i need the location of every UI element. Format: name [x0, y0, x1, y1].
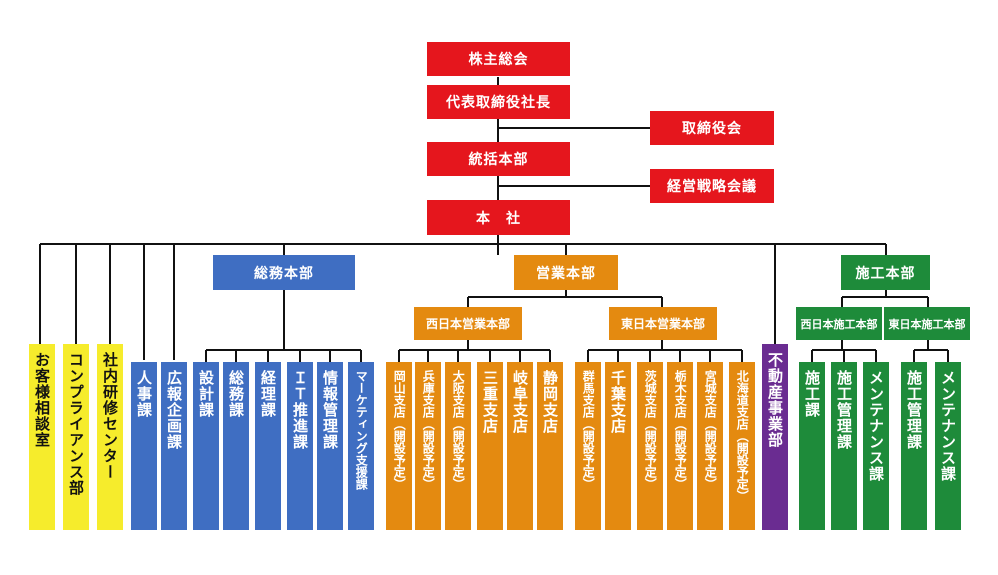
department-unit: 人事課	[131, 362, 157, 530]
west-construction-hq-label: 西日本施工本部	[800, 317, 878, 331]
east-construction-hq-box: 東日本施工本部	[884, 307, 970, 340]
east-sales-hq-box: 東日本営業本部	[609, 307, 717, 340]
department-label: 人事課	[135, 370, 153, 418]
admin-unit-label: 経理課	[259, 370, 277, 418]
branch-unit: 宮城支店（開設予定）	[697, 362, 723, 530]
construction-unit: メンテナンス課	[863, 362, 889, 530]
sales-hq-label: 営業本部	[536, 265, 596, 282]
branch-unit: 大阪支店（開設予定）	[445, 362, 471, 530]
admin-unit-label: ＩＴ推進課	[291, 370, 309, 450]
admin-unit-label: マーケティング支援課	[354, 370, 369, 490]
support-unit-label: 社内研修センター	[101, 352, 119, 480]
west-sales-hq-box: 西日本営業本部	[414, 307, 522, 340]
support-unit: コンプライアンス部	[63, 344, 89, 530]
branch-label: 宮城支店（開設予定）	[703, 370, 718, 490]
branch-unit: 群馬支店（開設予定）	[575, 362, 601, 530]
branch-label: 静岡支店	[541, 370, 559, 434]
admin-unit: 経理課	[255, 362, 281, 530]
admin-unit-label: 総務課	[227, 370, 245, 418]
admin-unit-label: 情報管理課	[321, 370, 339, 450]
hq-general-box: 統括本部	[427, 142, 570, 176]
construction-unit-label: 施工管理課	[905, 370, 923, 450]
branch-unit: 岐阜支店	[507, 362, 533, 530]
branch-unit: 栃木支店（開設予定）	[667, 362, 693, 530]
branch-unit: 三重支店	[477, 362, 503, 530]
board-box: 取締役会	[650, 111, 774, 145]
west-sales-hq-label: 西日本営業本部	[425, 317, 510, 331]
branch-unit: 岡山支店（開設予定）	[386, 362, 412, 530]
board-label: 取締役会	[682, 121, 742, 137]
branch-label: 茨城支店（開設予定）	[643, 370, 658, 490]
construction-hq-label: 施工本部	[855, 265, 916, 282]
admin-unit: 総務課	[223, 362, 249, 530]
real-estate-unit: 不動産事業部	[762, 344, 788, 530]
support-unit-label: お客様相談室	[33, 352, 51, 448]
branch-label: 岡山支店（開設予定）	[392, 370, 407, 490]
branch-label: 兵庫支店（開設予定）	[421, 370, 436, 490]
admin-hq-label: 総務本部	[254, 265, 314, 282]
admin-hq-box: 総務本部	[213, 255, 355, 290]
branch-label: 岐阜支店	[511, 370, 529, 434]
shareholders-meeting-label: 株主総会	[468, 52, 529, 68]
branch-label: 大阪支店（開設予定）	[451, 370, 466, 490]
shareholders-meeting-box: 株主総会	[427, 42, 570, 76]
east-sales-hq-label: 東日本営業本部	[620, 317, 705, 331]
branch-unit: 茨城支店（開設予定）	[637, 362, 663, 530]
west-construction-hq-box: 西日本施工本部	[796, 307, 882, 340]
branch-unit: 北海道支店（開設予定）	[729, 362, 755, 530]
construction-unit: 施工課	[799, 362, 825, 530]
branch-label: 北海道支店（開設予定）	[735, 370, 750, 502]
sales-hq-box: 営業本部	[514, 255, 618, 290]
president-label: 代表取締役社長	[446, 95, 551, 111]
construction-hq-box: 施工本部	[841, 255, 930, 290]
admin-unit: マーケティング支援課	[348, 362, 374, 530]
support-unit: 社内研修センター	[97, 344, 123, 530]
construction-unit: 施工管理課	[831, 362, 857, 530]
branch-unit: 千葉支店	[605, 362, 631, 530]
admin-unit: 設計課	[193, 362, 219, 530]
branch-label: 千葉支店	[609, 370, 627, 434]
real-estate-label: 不動産事業部	[766, 352, 784, 448]
admin-unit: ＩＴ推進課	[287, 362, 313, 530]
head-office-label: 本 社	[476, 210, 521, 227]
branch-unit: 静岡支店	[537, 362, 563, 530]
support-unit-label: コンプライアンス部	[67, 352, 85, 496]
strategy-meeting-label: 経営戦略会議	[667, 179, 757, 195]
construction-unit-label: 施工課	[803, 370, 821, 418]
branch-label: 栃木支店（開設予定）	[673, 370, 688, 490]
east-construction-hq-label: 東日本施工本部	[888, 317, 966, 331]
construction-unit: 施工管理課	[901, 362, 927, 530]
admin-unit: 情報管理課	[317, 362, 343, 530]
president-box: 代表取締役社長	[427, 85, 570, 119]
branch-label: 群馬支店（開設予定）	[581, 370, 596, 490]
head-office-box: 本 社	[427, 200, 570, 235]
construction-unit: メンテナンス課	[935, 362, 961, 530]
admin-unit-label: 設計課	[197, 370, 215, 418]
branch-label: 三重支店	[481, 370, 499, 434]
construction-unit-label: 施工管理課	[835, 370, 853, 450]
department-unit: 広報企画課	[161, 362, 187, 530]
hq-general-label: 統括本部	[468, 152, 529, 168]
branch-unit: 兵庫支店（開設予定）	[415, 362, 441, 530]
strategy-meeting-box: 経営戦略会議	[650, 169, 774, 203]
construction-unit-label: メンテナンス課	[867, 370, 885, 482]
department-label: 広報企画課	[165, 370, 183, 450]
construction-unit-label: メンテナンス課	[939, 370, 957, 482]
support-unit: お客様相談室	[29, 344, 55, 530]
